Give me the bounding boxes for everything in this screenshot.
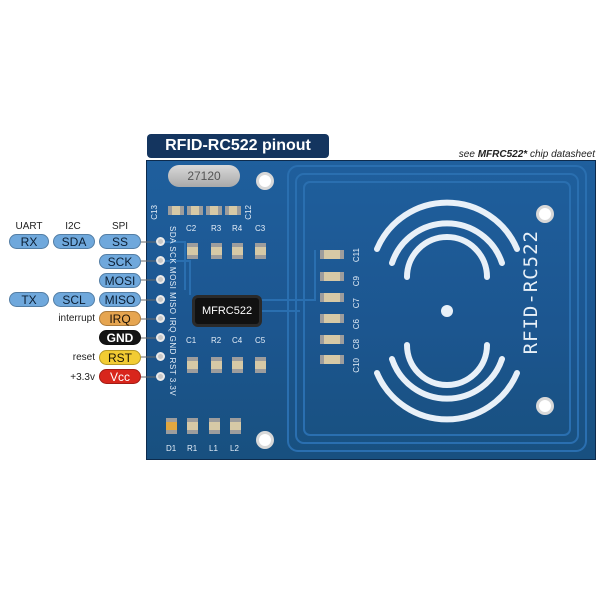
pin-label-irq: IRQ bbox=[99, 311, 141, 326]
pin-label-rst: RST bbox=[99, 350, 141, 365]
mount-hole-top-right bbox=[536, 205, 554, 223]
smd-c12 bbox=[225, 206, 241, 215]
silk-c8: C8 bbox=[352, 339, 361, 350]
interrupt-label: interrupt bbox=[58, 313, 95, 324]
smd-c9 bbox=[320, 272, 344, 281]
silk-c4: C4 bbox=[232, 336, 243, 345]
page-title: RFID-RC522 pinout bbox=[147, 134, 329, 158]
silk-c3: C3 bbox=[255, 224, 266, 233]
antenna-coil bbox=[287, 165, 587, 452]
antenna-coil-inner bbox=[295, 173, 579, 444]
smd-r3 bbox=[211, 243, 222, 259]
pin-label-sck: SCK bbox=[99, 254, 141, 269]
silk-c1: C1 bbox=[186, 336, 197, 345]
crystal-oscillator: 27120 bbox=[168, 165, 240, 187]
pin-pad-rst bbox=[156, 352, 165, 361]
silk-c12: C12 bbox=[244, 205, 253, 220]
wireless-waves-icon bbox=[374, 199, 520, 423]
datasheet-note: see MFRC522* chip datasheet bbox=[458, 149, 595, 160]
smd-l2 bbox=[230, 418, 241, 434]
wave-center-dot bbox=[441, 305, 453, 317]
silk-c7: C7 bbox=[352, 298, 361, 309]
silk-r1: R1 bbox=[187, 444, 198, 453]
pin-pad-mosi bbox=[156, 275, 165, 284]
silk-c10: C10 bbox=[352, 358, 361, 373]
mount-hole-bottom-right bbox=[536, 397, 554, 415]
pin-label-ss: SS bbox=[99, 234, 141, 249]
pin-silkscreen: SDA SCK MOSI MISO IRQ GND RST 3.3V bbox=[168, 226, 177, 397]
smd-c6 bbox=[320, 314, 344, 323]
silk-c9: C9 bbox=[352, 276, 361, 287]
silk-r3: R3 bbox=[211, 224, 222, 233]
mfrc522-chip: MFRC522 bbox=[195, 298, 259, 324]
pin-label-miso: MISO bbox=[99, 292, 141, 307]
smd-c4 bbox=[232, 357, 243, 373]
smd-c1 bbox=[187, 357, 198, 373]
smd-c13 bbox=[168, 206, 184, 215]
silk-c5: C5 bbox=[255, 336, 266, 345]
silk-r2: R2 bbox=[211, 336, 222, 345]
pin-label-vcc: Vcc bbox=[99, 369, 141, 384]
silk-c6: C6 bbox=[352, 319, 361, 330]
pin-pad-vcc bbox=[156, 372, 165, 381]
pin-label-rx: RX bbox=[9, 234, 49, 249]
pin-label-tx: TX bbox=[9, 292, 49, 307]
column-header-spi: SPI bbox=[111, 221, 129, 232]
pin-label-scl: SCL bbox=[53, 292, 95, 307]
pcb-traces bbox=[160, 241, 316, 312]
reset-label: reset bbox=[72, 352, 95, 363]
pin-label-sda: SDA bbox=[53, 234, 95, 249]
silk-l1: L1 bbox=[209, 444, 218, 453]
silk-c11: C11 bbox=[352, 248, 361, 263]
pin-label-mosi: MOSI bbox=[99, 273, 141, 288]
smd-c5 bbox=[255, 357, 266, 373]
smd-c12a bbox=[206, 206, 222, 215]
smd-c3 bbox=[255, 243, 266, 259]
pin-pad-irq bbox=[156, 314, 165, 323]
smd-l1 bbox=[209, 418, 220, 434]
pin-leader-lines bbox=[141, 241, 156, 378]
mount-hole-top-left bbox=[256, 172, 274, 190]
smd-d1 bbox=[166, 418, 177, 434]
column-header-uart: UART bbox=[15, 221, 43, 232]
pin-pad-miso bbox=[156, 295, 165, 304]
pin-pad-gnd bbox=[156, 333, 165, 342]
smd-r4 bbox=[232, 243, 243, 259]
smd-c10 bbox=[320, 355, 344, 364]
power-label: +3.3v bbox=[70, 372, 95, 383]
pin-label-gnd: GND bbox=[99, 330, 141, 345]
silk-d1: D1 bbox=[166, 444, 177, 453]
smd-c2 bbox=[187, 243, 198, 259]
pin-pad-sck bbox=[156, 256, 165, 265]
silk-c13: C13 bbox=[150, 205, 159, 220]
smd-c11 bbox=[320, 250, 344, 259]
smd-r1 bbox=[187, 418, 198, 434]
silk-l2: L2 bbox=[230, 444, 239, 453]
antenna-label: RFID-RC522 bbox=[520, 230, 542, 355]
silk-c2: C2 bbox=[186, 224, 197, 233]
smd-c7 bbox=[320, 293, 344, 302]
chip-reference: MFRC522* bbox=[477, 149, 528, 160]
smd-r2 bbox=[211, 357, 222, 373]
pin-pad-sda bbox=[156, 237, 165, 246]
column-header-i2c: I2C bbox=[65, 221, 81, 232]
antenna-coil-inner-2 bbox=[303, 181, 571, 436]
smd-c8 bbox=[320, 335, 344, 344]
mount-hole-bottom-left bbox=[256, 431, 274, 449]
silk-r4: R4 bbox=[232, 224, 243, 233]
smd-c13b bbox=[187, 206, 203, 215]
